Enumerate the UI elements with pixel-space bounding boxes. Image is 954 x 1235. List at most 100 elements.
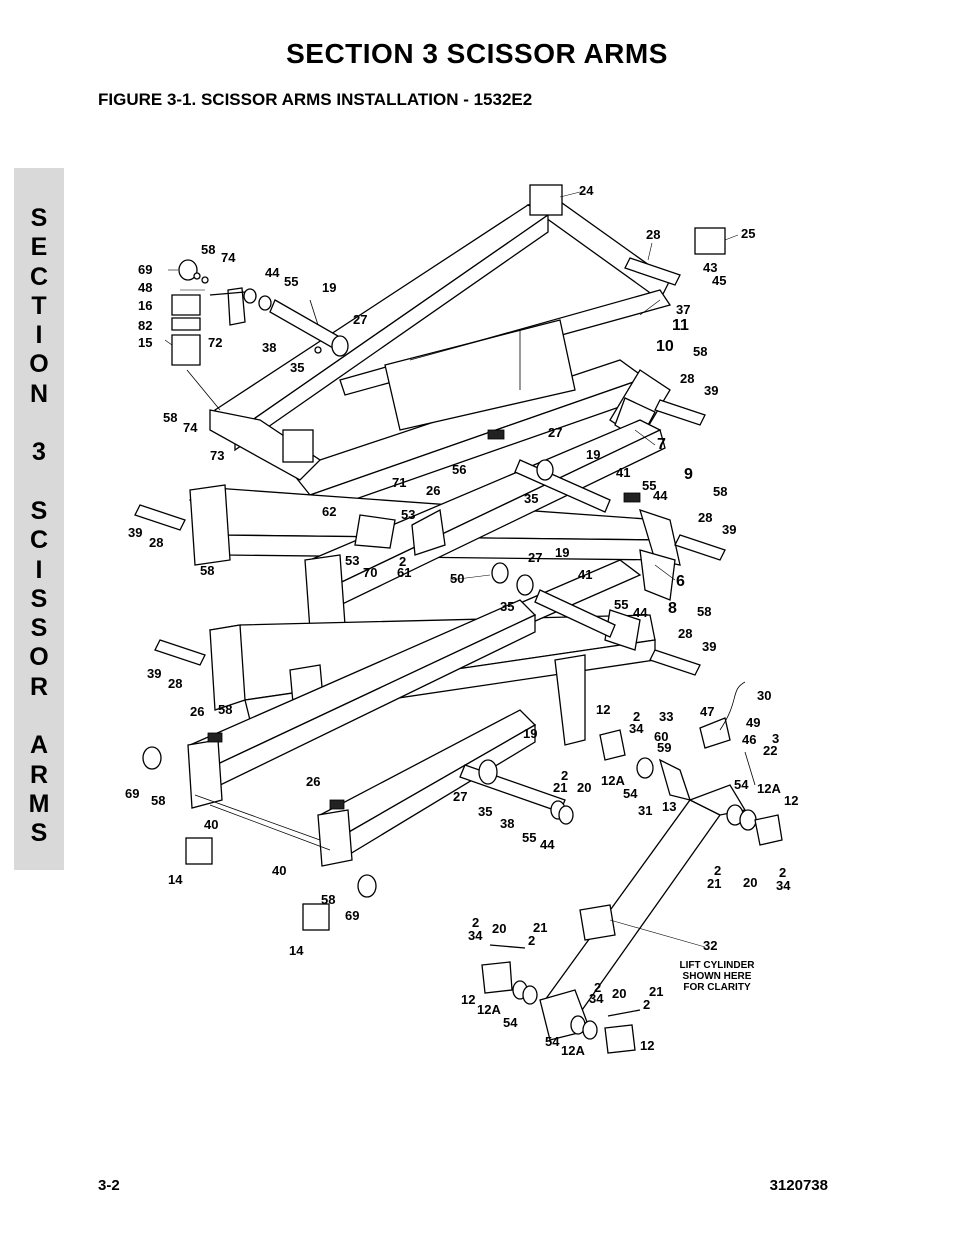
middle-right-end [304, 554, 346, 631]
assembly-leader [186, 369, 221, 411]
callout: 47 [700, 704, 714, 719]
callout: 41 [616, 465, 630, 480]
callout: 32 [703, 938, 717, 953]
callout: 58 [713, 484, 727, 499]
callout: 53 [345, 553, 359, 568]
pin-72 [209, 291, 246, 296]
callout: 58 [697, 604, 711, 619]
callout: 35 [290, 360, 304, 375]
callout: 44 [653, 488, 668, 503]
callout: 28 [698, 510, 712, 525]
callout: 6 [676, 573, 685, 590]
bracket-72 [227, 287, 246, 326]
callout: 69 [138, 262, 152, 277]
callout: 49 [746, 715, 760, 730]
block-15 [171, 334, 201, 366]
callout: 25 [741, 226, 755, 241]
side-tab-letter: A [29, 731, 49, 760]
callout: 10 [656, 338, 674, 355]
callout: 41 [578, 567, 592, 582]
callout: 61 [397, 565, 411, 580]
callout: 55 [642, 478, 656, 493]
callout: 19 [523, 726, 537, 741]
callout: 28 [678, 626, 692, 641]
callout: 8 [668, 600, 677, 617]
leader-lines [164, 191, 739, 948]
bushing-69 [178, 259, 198, 281]
callout: 27 [548, 425, 562, 440]
washer-44 [243, 288, 257, 304]
callout: 3 [772, 731, 779, 746]
washer-44-lower [558, 805, 574, 825]
callout: 26 [426, 483, 440, 498]
lower-left-end [209, 624, 246, 711]
callout: 70 [363, 565, 377, 580]
note-line-1: LIFT CYLINDER [680, 960, 756, 971]
side-tab-letter: S [30, 496, 48, 525]
exploded-pivot-parts [171, 259, 349, 411]
callout: 54 [734, 777, 749, 792]
callout: 58 [201, 242, 215, 257]
side-tab-letter: 3 [32, 438, 46, 467]
document-number: 3120738 [769, 1177, 828, 1194]
figure-title: FIGURE 3-1. SCISSOR ARMS INSTALLATION - … [98, 90, 533, 109]
wear-pad-middle [623, 492, 641, 503]
bolt-20-left [489, 944, 526, 949]
pivot-bracket [282, 429, 314, 463]
callout: 55 [284, 274, 298, 289]
wear-pad-26b [329, 799, 345, 810]
cylinder-valve [579, 904, 616, 941]
side-tab-letter: I [35, 321, 43, 350]
callout: 38 [262, 340, 276, 355]
callout: 9 [684, 466, 693, 483]
callout: 27 [353, 312, 367, 327]
callout: 26 [190, 704, 204, 719]
callout: 34 [468, 928, 483, 943]
callout: 21 [649, 984, 663, 999]
side-tab-letter: C [29, 526, 49, 555]
bushing-27-mid [516, 574, 534, 596]
callout: 48 [138, 280, 152, 295]
callout: 2 [399, 554, 406, 569]
callout: 2 [779, 865, 786, 880]
callout: 34 [629, 721, 644, 736]
end-block-24 [529, 184, 563, 216]
callout: 30 [757, 688, 771, 703]
callout: 54 [623, 786, 638, 801]
side-tab-letter: I [35, 555, 43, 584]
page-number: 3-2 [98, 1177, 120, 1194]
lift-cylinder [459, 681, 783, 1054]
callout: 12A [601, 773, 625, 788]
sensor-cable-30 [719, 681, 746, 731]
callout: 2 [594, 980, 601, 995]
callout: 50 [450, 571, 464, 586]
callout: 44 [265, 265, 280, 280]
bolt-20-right [607, 1009, 641, 1017]
callout: 19 [322, 280, 336, 295]
callout: 62 [322, 504, 336, 519]
grease-19 [309, 299, 319, 326]
callout: 44 [633, 605, 648, 620]
pin-39-left-lower [154, 639, 206, 666]
callout: 33 [659, 709, 673, 724]
base-arm-set [142, 429, 641, 931]
callout: 45 [712, 273, 726, 288]
note-line-3: FOR CLARITY [683, 982, 751, 993]
bushing-12a-right [582, 1020, 598, 1040]
sensor-47 [699, 717, 731, 749]
callout: 58 [321, 892, 335, 907]
callout: 28 [149, 535, 163, 550]
callout: 20 [612, 986, 626, 1001]
side-tab-letter: S [30, 584, 48, 613]
side-tab-letter: M [28, 789, 50, 818]
section-title: SECTION 3 SCISSOR ARMS [286, 38, 668, 69]
callout: 12A [757, 781, 781, 796]
callout: 2 [714, 863, 721, 878]
side-tab-letter: S [30, 614, 48, 643]
callout: 11 [672, 317, 689, 334]
middle-scissor-arm-set [189, 419, 681, 631]
callout: 2 [528, 933, 535, 948]
callout: 39 [722, 522, 736, 537]
